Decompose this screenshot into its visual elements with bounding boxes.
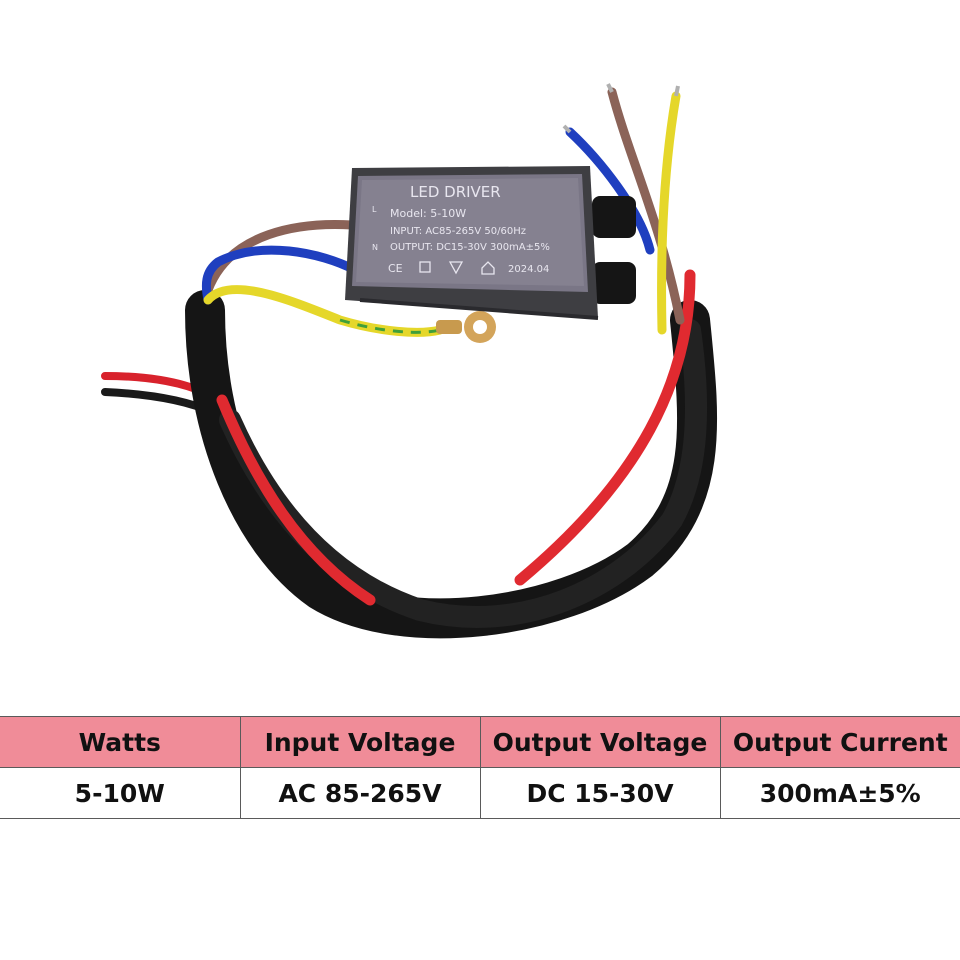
label-title: LED DRIVER <box>410 183 501 201</box>
terminal-n: N <box>372 243 378 252</box>
strain-reliefs <box>592 196 636 304</box>
label-input: INPUT: AC85-265V 50/60Hz <box>390 226 526 237</box>
spec-header-row: Watts Input Voltage Output Voltage Outpu… <box>0 716 960 768</box>
value-output-voltage: DC 15-30V <box>479 767 721 819</box>
header-output-current: Output Current <box>719 716 960 768</box>
label-output: OUTPUT: DC15-30V 300mA±5% <box>390 242 550 253</box>
label-model: Model: 5-10W <box>390 207 466 220</box>
terminal-l: L <box>372 205 377 214</box>
input-wires <box>201 220 445 337</box>
square-mark-icon <box>419 261 431 273</box>
header-watts: Watts <box>0 716 241 768</box>
spec-value-row: 5-10W AC 85-265V DC 15-30V 300mA±5% <box>0 767 960 819</box>
header-input-voltage: Input Voltage <box>239 716 481 768</box>
value-watts: 5-10W <box>0 767 241 819</box>
triangle-mark-icon <box>448 261 464 275</box>
house-mark-icon <box>481 261 495 275</box>
ring-terminal <box>436 311 496 343</box>
output-cable <box>185 269 718 639</box>
driver-label: LED DRIVER Model: 5-10W INPUT: AC85-265V… <box>372 183 550 275</box>
product-photo: LED DRIVER Model: 5-10W INPUT: AC85-265V… <box>101 83 718 639</box>
value-input-voltage: AC 85-265V <box>239 767 481 819</box>
driver-housing <box>345 166 599 320</box>
right-wires <box>562 83 685 335</box>
label-date: 2024.04 <box>508 264 549 275</box>
ce-mark: CE <box>388 262 403 275</box>
value-output-current: 300mA±5% <box>719 767 960 819</box>
spec-table: Watts Input Voltage Output Voltage Outpu… <box>0 716 960 819</box>
header-output-voltage: Output Voltage <box>479 716 721 768</box>
